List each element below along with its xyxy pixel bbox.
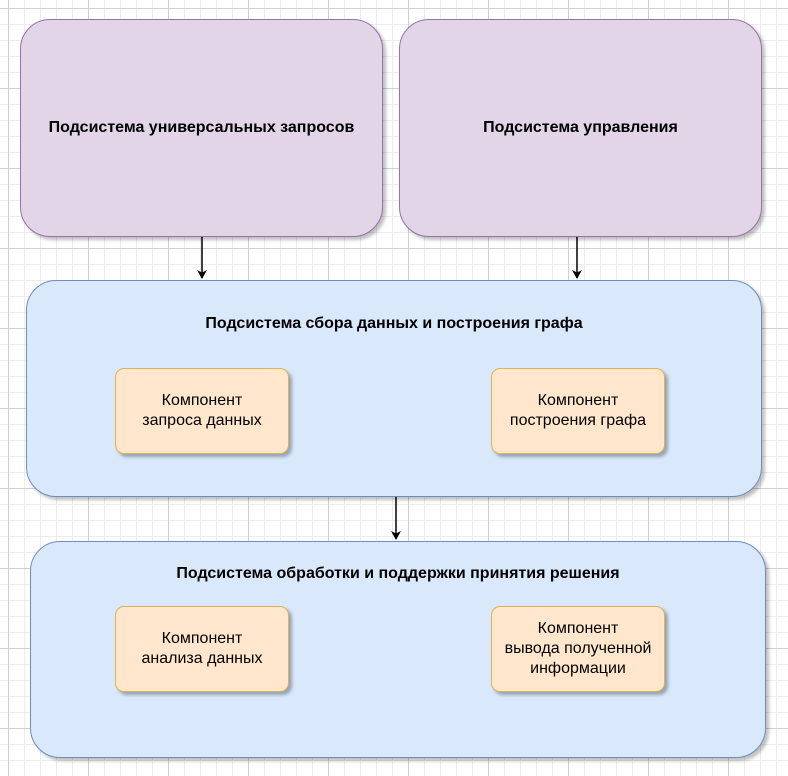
graph-building-component[interactable]: Компонент построения графа xyxy=(491,368,665,454)
control-subsystem[interactable]: Подсистема управления xyxy=(399,19,762,237)
data-collection-title: Подсистема сбора данных и построения гра… xyxy=(205,315,583,332)
universal-queries-label: Подсистема универсальных запросов xyxy=(48,119,355,136)
universal-queries-subsystem[interactable]: Подсистема универсальных запросов xyxy=(20,19,383,237)
control-label: Подсистема управления xyxy=(483,119,678,136)
info-output-label: Компонент вывода полученной информации xyxy=(504,620,652,677)
data-query-label: Компонент запроса данных xyxy=(142,392,262,429)
decision-support-title: Подсистема обработки и поддержки приняти… xyxy=(176,565,620,582)
data-analysis-label: Компонент анализа данных xyxy=(141,630,263,667)
data-query-component[interactable]: Компонент запроса данных xyxy=(115,368,289,454)
info-output-component[interactable]: Компонент вывода полученной информации xyxy=(491,606,665,692)
graph-building-label: Компонент построения графа xyxy=(509,392,647,429)
data-analysis-component[interactable]: Компонент анализа данных xyxy=(115,606,289,692)
